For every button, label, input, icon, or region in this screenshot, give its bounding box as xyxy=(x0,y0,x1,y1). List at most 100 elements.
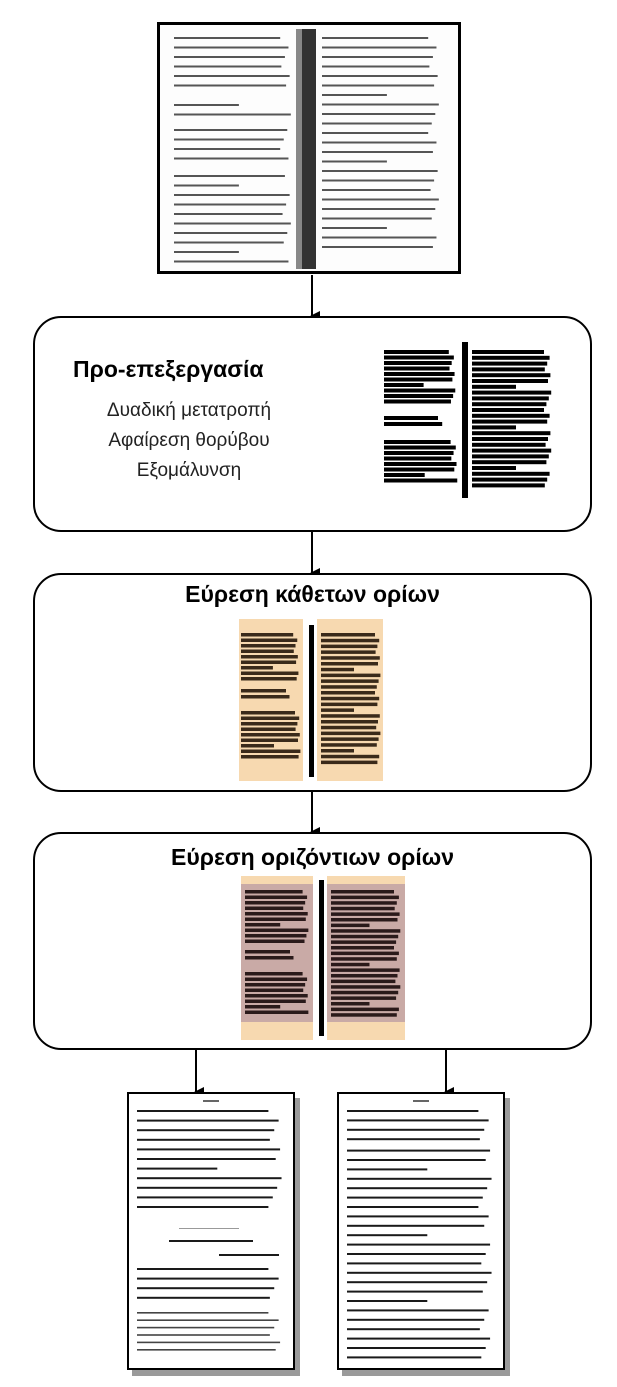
text-line xyxy=(347,1281,488,1284)
text-line xyxy=(137,1138,270,1141)
right-footer-margin xyxy=(327,1022,405,1040)
text-line xyxy=(321,702,378,707)
text-line xyxy=(241,677,297,681)
text-line xyxy=(321,656,380,660)
text-line xyxy=(384,440,451,444)
text-line xyxy=(331,912,400,916)
text-line xyxy=(241,749,301,753)
right-header-margin xyxy=(327,876,405,884)
text-line xyxy=(472,431,551,436)
text-line xyxy=(472,419,548,424)
text-line xyxy=(174,56,285,58)
text-line xyxy=(472,425,516,430)
text-line xyxy=(472,442,546,447)
text-line xyxy=(472,471,550,476)
text-line xyxy=(245,912,308,916)
text-line xyxy=(472,448,552,453)
text-line xyxy=(347,1187,488,1190)
text-line xyxy=(472,396,549,401)
text-line xyxy=(322,160,387,163)
text-line xyxy=(137,1129,275,1132)
text-line xyxy=(241,722,298,726)
text-line xyxy=(472,355,550,360)
text-line xyxy=(472,483,545,488)
text-line xyxy=(174,213,283,215)
text-line xyxy=(245,950,290,954)
text-line xyxy=(321,685,377,689)
text-line xyxy=(472,367,545,372)
text-line xyxy=(347,1177,492,1180)
text-line xyxy=(241,733,300,737)
spine-edge xyxy=(296,29,302,269)
text-line xyxy=(347,1224,485,1227)
text-line xyxy=(331,934,399,939)
text-line xyxy=(384,377,453,382)
text-line xyxy=(472,373,551,378)
text-line xyxy=(347,1149,491,1152)
text-line xyxy=(321,731,381,736)
text-line xyxy=(322,179,435,182)
text-line xyxy=(321,679,379,683)
text-line xyxy=(321,691,375,695)
text-line xyxy=(322,208,436,210)
text-line xyxy=(322,113,436,115)
text-line xyxy=(241,738,298,742)
text-line xyxy=(241,695,290,699)
text-line xyxy=(347,1309,489,1312)
text-line xyxy=(384,399,451,404)
text-line xyxy=(472,408,544,412)
text-line xyxy=(472,361,548,366)
page-number xyxy=(203,1100,219,1102)
left-footer-margin xyxy=(241,1022,313,1040)
text-line xyxy=(245,994,308,998)
text-line xyxy=(241,633,294,637)
text-line xyxy=(331,946,394,950)
text-line xyxy=(384,372,455,376)
text-line xyxy=(384,361,452,365)
text-line xyxy=(137,1119,279,1122)
text-line xyxy=(331,906,395,911)
text-line xyxy=(321,725,377,730)
text-line xyxy=(347,1300,428,1302)
text-line xyxy=(347,1138,480,1141)
text-line xyxy=(245,999,306,1003)
text-line xyxy=(321,743,377,747)
text-line xyxy=(321,749,354,753)
binarized-page-thumbnail xyxy=(384,342,552,498)
text-line xyxy=(384,451,454,455)
text-line xyxy=(174,46,289,49)
text-line xyxy=(321,708,354,712)
text-line xyxy=(322,56,433,58)
stage-vertical-title: Εύρεση κάθετων ορίων xyxy=(185,581,440,607)
date-line xyxy=(219,1254,279,1256)
spine xyxy=(309,625,314,777)
text-line xyxy=(137,1277,279,1280)
stage-horizontal-title: Εύρεση οριζόντιων ορίων xyxy=(170,844,454,870)
input-scanned-spread xyxy=(157,22,461,274)
text-line xyxy=(331,985,401,989)
left-header-margin xyxy=(241,876,313,884)
text-line xyxy=(384,422,443,426)
text-line xyxy=(322,170,438,172)
text-line xyxy=(174,184,239,187)
spine xyxy=(462,342,468,498)
text-line xyxy=(472,390,552,395)
step-noise-removal: Αφαίρεση θορύβου xyxy=(108,430,270,451)
text-line xyxy=(174,75,290,77)
text-line xyxy=(241,649,294,653)
text-line xyxy=(241,744,274,748)
text-line xyxy=(245,917,306,921)
text-line xyxy=(137,1196,273,1199)
text-line xyxy=(472,350,544,354)
text-line xyxy=(174,175,285,177)
text-line xyxy=(322,103,439,106)
text-line xyxy=(137,1158,276,1160)
spine-shadow xyxy=(302,29,316,269)
text-line xyxy=(137,1177,282,1180)
text-line xyxy=(384,355,454,360)
text-line xyxy=(245,972,303,976)
vertical-boundaries-thumbnail xyxy=(239,619,383,781)
step-binarization: Δυαδική μετατροπή xyxy=(106,400,272,421)
text-line xyxy=(331,974,398,978)
text-line xyxy=(322,217,432,220)
